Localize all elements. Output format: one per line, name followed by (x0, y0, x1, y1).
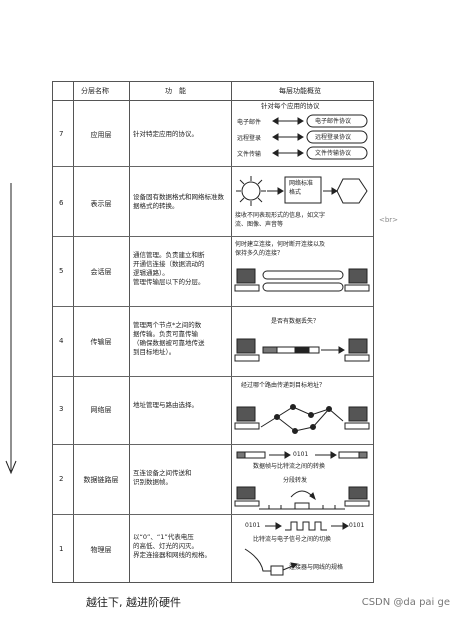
caption-text: 越往下, 越进阶硬件 (86, 596, 181, 609)
layer-number: 2 (59, 475, 64, 483)
layer-function: 地址管理与路由选择。 (133, 401, 198, 409)
table-row-layer-7: 7 应用层 针对特定应用的协议。 针对每个应用的协议 电子邮件 远程登录 文件传… (53, 100, 373, 167)
layer-number: 6 (59, 199, 64, 207)
overview-physical: 0101 0101 比特流与电子信号之间的切换 连接器与网线的规格 (231, 515, 373, 581)
bit-string: 0101 (349, 522, 365, 529)
overview-application: 针对每个应用的协议 电子邮件 远程登录 文件传输 电子邮件协议 远程登录协议 文… (231, 100, 373, 166)
layer-name: 传输层 (90, 338, 112, 346)
overview-session: 何时建立连接，何时断开连接以及 保持多久的连接？ (231, 237, 373, 306)
layer-function: 管理两个节点*之间的数 据传输。负责可靠传输 （确保数据被可靠地传送 到目标地址… (133, 321, 205, 356)
layer-function: 设备固有数据格式和网络标准数据格式的转换。 (133, 193, 224, 210)
overview-caption: 经过哪个路由传递到目标地址？ (241, 382, 326, 389)
overview-network: 经过哪个路由传递到目标地址？ (231, 377, 373, 444)
down-arrow-icon (5, 183, 17, 475)
table-row-layer-5: 5 会话层 通信管理。负责建立和断 开通信连接（数据流动的 逻辑通路）。 管理传… (53, 237, 373, 307)
overview-presentation: 网络标准 格式 接收不同表现形式的信息，如文字 流、图像、声音等 (231, 167, 373, 236)
layer-number: 3 (59, 405, 64, 413)
connector-cable-icon (244, 548, 299, 576)
data-loss-diagram (234, 338, 370, 362)
protocol-label: 电子邮件协议 (315, 118, 352, 125)
layer-function: 通信管理。负责建立和断 开通信连接（数据流动的 逻辑通路）。 管理传输层以下的分… (133, 251, 205, 286)
table-row-layer-6: 6 表示层 设备固有数据格式和网络标准数据格式的转换。 网络标准 格式 接收不同… (53, 167, 373, 237)
app-label: 远程登录 (237, 135, 262, 142)
protocol-label: 远程登录协议 (315, 134, 352, 141)
overview-caption: 连接器与网线的规格 (289, 564, 344, 571)
watermark-text: CSDN @da pai ge (361, 597, 450, 608)
connection-diagram (234, 268, 370, 292)
protocol-label: 文件传输协议 (315, 150, 352, 157)
frame-bit-diagram (236, 451, 368, 459)
overview-caption: 接收不同表现形式的信息，如文字 流、图像、声音等 (235, 212, 326, 228)
format-conversion-diagram (236, 176, 368, 206)
layer-number: 5 (59, 267, 64, 275)
layer-function: 互连设备之间传送和 识别数据帧。 (133, 469, 192, 486)
table-row-layer-1: 1 物理层 以“0”、“1”代表电压 的高低、灯光的闪灭。 界定连接器和网线的规… (53, 515, 373, 582)
layer-number: 4 (59, 337, 64, 345)
layer-name: 数据链路层 (83, 476, 119, 484)
layer-name: 应用层 (90, 131, 112, 139)
signal-wave-diagram (265, 521, 349, 531)
br-tag-text: <br> (379, 216, 399, 224)
layer-number: 7 (59, 130, 64, 138)
layer-name: 网络层 (90, 406, 112, 414)
layer-name: 表示层 (90, 200, 112, 208)
bit-string: 0101 (245, 522, 261, 529)
protocol-arrows (272, 114, 368, 160)
format-box-label: 网络标准 格式 (289, 180, 314, 196)
overview-caption: 数据帧与比特流之间的转换 (253, 463, 326, 470)
overview-caption: 何时建立连接，何时断开连接以及 保持多久的连接？ (235, 241, 326, 257)
table-row-layer-3: 3 网络层 地址管理与路由选择。 经过哪个路由传递到目标地址？ (53, 377, 373, 445)
header-overview: 每层功能概览 (279, 87, 321, 95)
overview-caption: 针对每个应用的协议 (261, 102, 320, 110)
app-label: 电子邮件 (237, 119, 262, 126)
table-header: 分层名称 功 能 每层功能概览 (53, 82, 373, 101)
layer-function: 针对特定应用的协议。 (133, 130, 198, 138)
osi-table: 分层名称 功 能 每层功能概览 7 应用层 针对特定应用的协议。 针对每个应用的… (52, 81, 374, 583)
table-row-layer-4: 4 传输层 管理两个节点*之间的数 据传输。负责可靠传输 （确保数据被可靠地传送… (53, 307, 373, 377)
layer-number: 1 (59, 545, 64, 553)
layer-function: 以“0”、“1”代表电压 的高低、灯光的闪灭。 界定连接器和网线的规格。 (133, 533, 211, 559)
overview-transport: 是否有数据丢失？ (231, 307, 373, 376)
layer-name: 会话层 (90, 268, 112, 276)
header-function: 功 能 (165, 87, 186, 95)
routing-diagram (234, 404, 370, 434)
overview-caption: 是否有数据丢失？ (271, 318, 320, 325)
relay-label: 分段转发 (283, 477, 308, 484)
app-label: 文件传输 (237, 151, 262, 158)
layer-name: 物理层 (90, 546, 112, 554)
header-layer-name: 分层名称 (81, 87, 109, 95)
overview-caption: 比特流与电子信号之间的切换 (253, 536, 332, 543)
table-row-layer-2: 2 数据链路层 互连设备之间传送和 识别数据帧。 0101 数据帧与比特流之间的… (53, 445, 373, 515)
bit-string: 0101 (293, 451, 309, 458)
segment-relay-diagram (234, 486, 370, 510)
overview-datalink: 0101 数据帧与比特流之间的转换 分段转发 (231, 445, 373, 514)
